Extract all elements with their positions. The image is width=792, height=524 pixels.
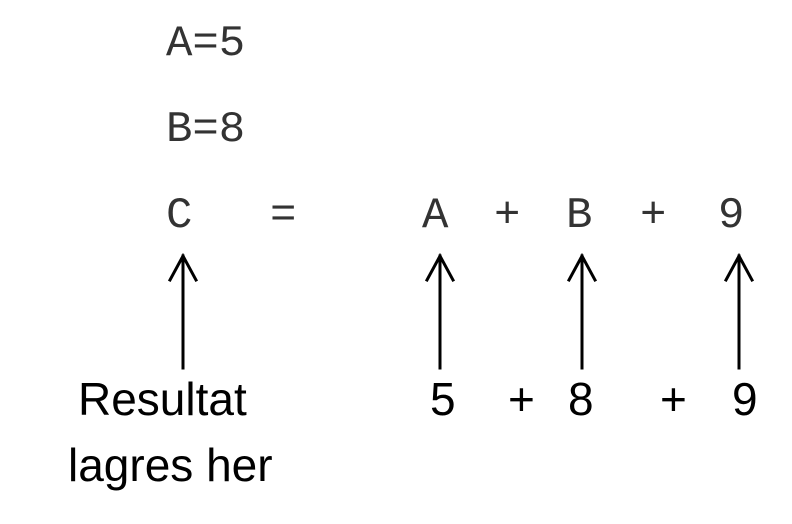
value-a: 5 — [430, 373, 456, 425]
arrow-b — [566, 252, 598, 370]
value-plus-1: + — [508, 373, 535, 425]
expr-a: A — [422, 191, 449, 241]
expr-equals: = — [270, 191, 297, 241]
value-plus-2: + — [660, 373, 687, 425]
code-line-b: B=8 — [166, 105, 246, 155]
arrow-nine — [723, 252, 755, 370]
expr-plus-1: + — [494, 191, 521, 241]
expr-nine: 9 — [718, 191, 745, 241]
result-label-line-2: lagres her — [68, 439, 273, 491]
expr-c: C — [166, 191, 193, 241]
expr-b: B — [566, 191, 593, 241]
result-label-line-1: Resultat — [78, 373, 247, 425]
value-b: 8 — [568, 373, 594, 425]
value-nine: 9 — [732, 373, 758, 425]
expr-plus-2: + — [640, 191, 667, 241]
arrow-a — [424, 252, 456, 370]
code-line-a: A=5 — [166, 19, 246, 69]
arrow-result — [167, 252, 199, 370]
